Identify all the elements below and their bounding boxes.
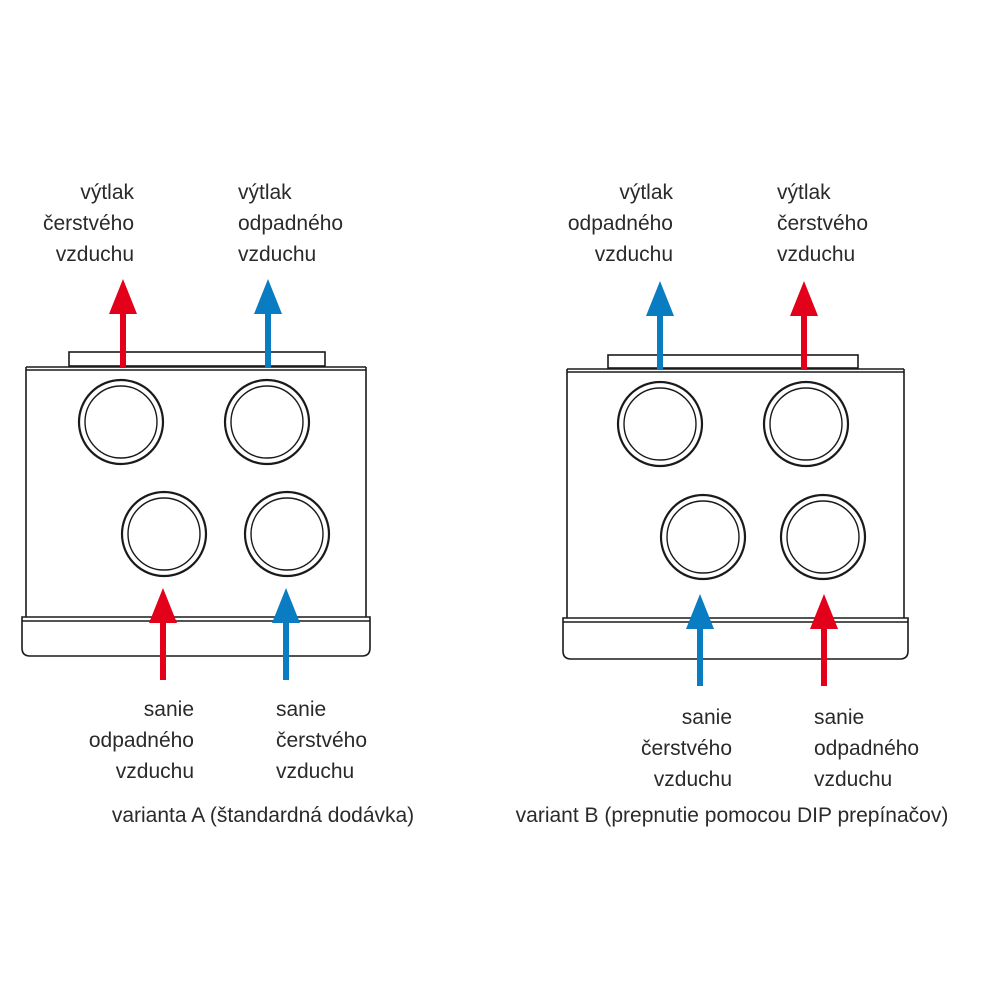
arrow-up-icon xyxy=(646,281,674,370)
label-line: čerstvého xyxy=(641,737,732,760)
arrow-up-icon xyxy=(790,281,818,370)
label-line: sanie xyxy=(814,706,864,729)
label-line: výtlak xyxy=(777,181,831,204)
label-line: odpadného xyxy=(238,212,343,235)
port-bottom-left-inner xyxy=(127,497,201,571)
label-line: sanie xyxy=(276,698,326,721)
bottom-tray xyxy=(562,617,909,660)
label-line: odpadného xyxy=(568,212,673,235)
variant-a-top-left-label: výtlak čerstvého vzduchu xyxy=(43,181,135,266)
variant-b-top-left-label: výtlak odpadného vzduchu xyxy=(568,181,674,266)
label-line: vzduchu xyxy=(238,243,316,266)
label-line: výtlak xyxy=(619,181,673,204)
label-line: výtlak xyxy=(238,181,292,204)
label-line: vzduchu xyxy=(777,243,855,266)
variant-b-bottom-left-label: sanie čerstvého vzduchu xyxy=(641,706,732,791)
variant-b-top-right-label: výtlak čerstvého vzduchu xyxy=(777,181,868,266)
variant-b-unit xyxy=(562,354,909,660)
arrow-up-icon xyxy=(254,279,282,368)
label-line: výtlak xyxy=(80,181,134,204)
variant-a: výtlak čerstvého vzduchu výtlak odpadnéh… xyxy=(21,181,414,827)
label-line: sanie xyxy=(144,698,194,721)
label-line: vzduchu xyxy=(595,243,673,266)
label-line: vzduchu xyxy=(276,760,354,783)
port-bottom-right-inner xyxy=(250,497,324,571)
variant-b-caption: variant B (prepnutie pomocou DIP prepína… xyxy=(516,804,949,827)
label-line: čerstvého xyxy=(777,212,868,235)
label-line: vzduchu xyxy=(116,760,194,783)
port-bottom-right-inner xyxy=(786,500,860,574)
label-line: vzduchu xyxy=(814,768,892,791)
variant-a-bottom-right-label: sanie čerstvého vzduchu xyxy=(276,698,367,783)
variant-b-bottom-right-label: sanie odpadného vzduchu xyxy=(814,706,919,791)
port-bottom-left-inner xyxy=(666,500,740,574)
variant-a-unit xyxy=(21,351,371,657)
label-line: čerstvého xyxy=(276,729,367,752)
arrow-up-icon xyxy=(109,279,137,368)
top-rail xyxy=(607,354,859,369)
label-line: sanie xyxy=(682,706,732,729)
variant-a-caption: varianta A (štandardná dodávka) xyxy=(112,804,414,827)
label-line: odpadného xyxy=(814,737,919,760)
arrow-up-icon xyxy=(272,588,300,680)
label-line: odpadného xyxy=(89,729,194,752)
bottom-tray xyxy=(21,616,371,657)
arrow-up-icon xyxy=(686,594,714,686)
port-top-left-inner xyxy=(84,385,158,459)
arrow-up-icon xyxy=(810,594,838,686)
variant-a-bottom-left-label: sanie odpadného vzduchu xyxy=(89,698,194,783)
port-top-right-inner xyxy=(769,387,843,461)
label-line: vzduchu xyxy=(56,243,134,266)
arrow-up-icon xyxy=(149,588,177,680)
label-line: čerstvého xyxy=(43,212,134,235)
variant-a-top-right-label: výtlak odpadného vzduchu xyxy=(238,181,343,266)
top-rail xyxy=(68,351,326,367)
port-top-left-inner xyxy=(623,387,697,461)
variant-b: výtlak odpadného vzduchu výtlak čerstvéh… xyxy=(516,181,949,827)
port-top-right-inner xyxy=(230,385,304,459)
label-line: vzduchu xyxy=(654,768,732,791)
